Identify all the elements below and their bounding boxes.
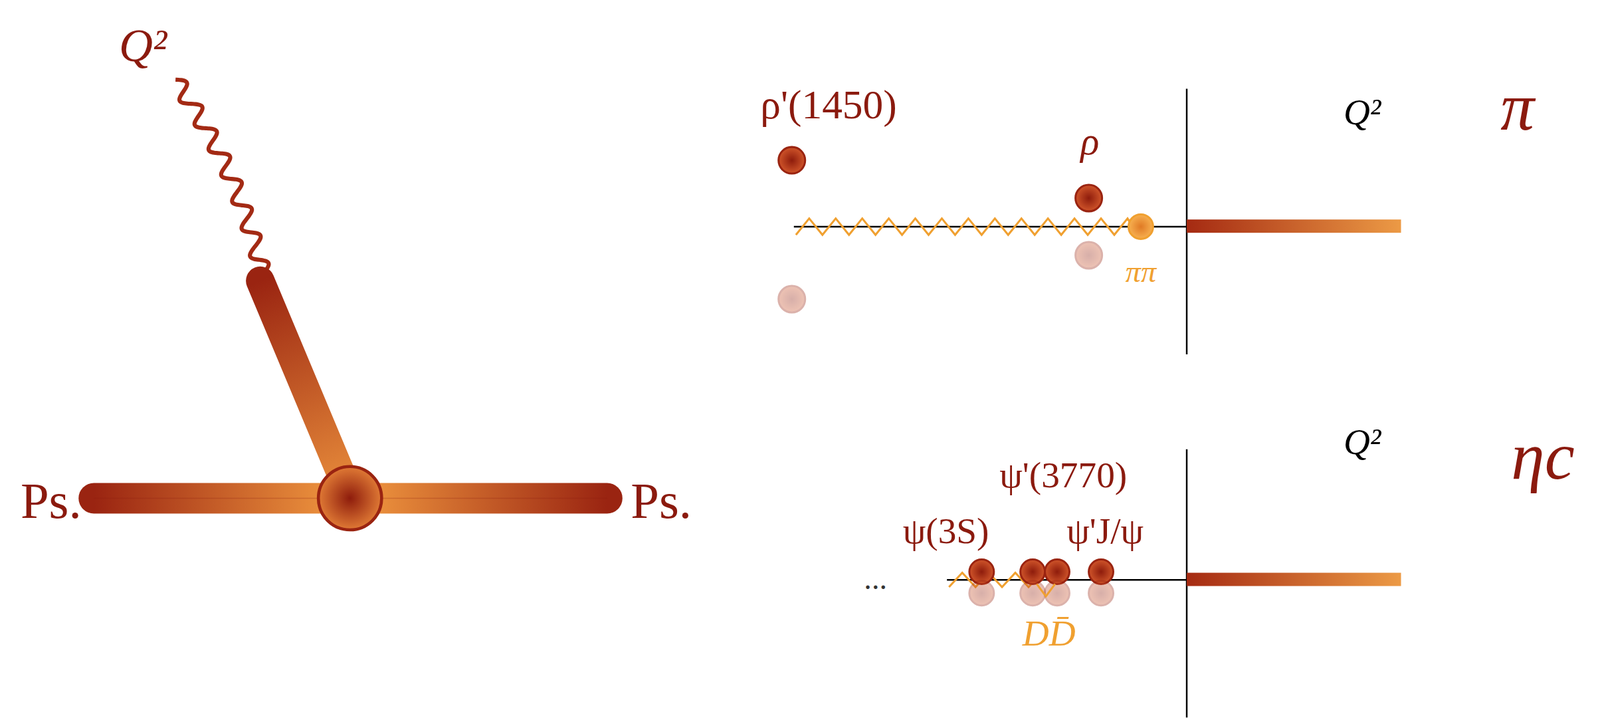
- threshold-label: ππ: [1125, 255, 1157, 287]
- resonance-label: ψ(3S): [902, 512, 990, 549]
- pole: [778, 146, 806, 174]
- mirror-pole: [1020, 580, 1046, 606]
- meson-name: π: [1500, 73, 1535, 141]
- axis-label: Q²: [1343, 423, 1382, 460]
- photon-line: [175, 79, 269, 274]
- resonance-label: ψ'J/ψ: [1066, 512, 1144, 549]
- branch-cut: [1186, 572, 1402, 587]
- vertex: [318, 466, 382, 530]
- branch-cut: [1186, 219, 1402, 233]
- particle-label: Ps.: [630, 474, 692, 526]
- pole: [1075, 184, 1103, 212]
- quark-line: [260, 280, 351, 495]
- pole: [1128, 213, 1153, 239]
- meson-name: ηc: [1510, 422, 1575, 490]
- threshold-label: DD̄: [1022, 613, 1076, 651]
- momentum-label: Q²: [118, 22, 167, 70]
- resonance-label: ρ: [1080, 121, 1100, 161]
- cut-zigzag: [796, 218, 1133, 236]
- mirror-pole: [969, 580, 995, 606]
- threshold-mark: [1036, 583, 1056, 596]
- axis-label: Q²: [1343, 93, 1382, 131]
- resonance-label: ψ'(3770): [999, 455, 1127, 493]
- mirror-pole: [1075, 241, 1103, 269]
- mirror-pole: [1089, 580, 1114, 606]
- resonance-label: ρ'(1450): [760, 84, 897, 125]
- mirror-pole: [778, 285, 806, 313]
- particle-label: Ps.: [20, 474, 82, 526]
- ellipsis: ...: [863, 563, 888, 595]
